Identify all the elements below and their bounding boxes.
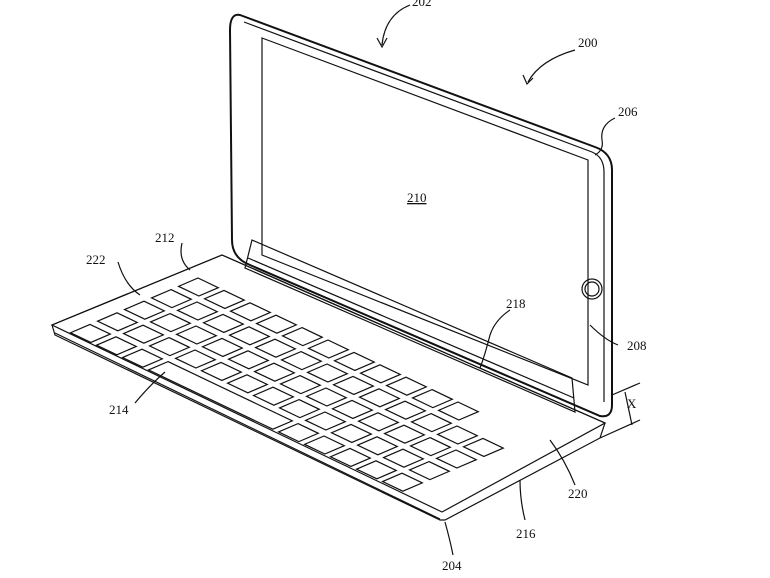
key — [435, 449, 478, 469]
label-x: X — [627, 396, 637, 411]
key — [200, 361, 243, 382]
key — [333, 351, 376, 372]
key — [96, 312, 139, 332]
key — [123, 300, 166, 320]
label-212: 212 — [155, 230, 175, 245]
reference-labels: 202 200 206 210 212 222 218 208 214 X 22… — [86, 0, 647, 573]
key — [95, 336, 138, 356]
key — [303, 435, 346, 455]
key — [356, 436, 399, 456]
key — [329, 447, 372, 468]
label-222: 222 — [86, 252, 106, 267]
annotation-leaders — [117, 4, 641, 556]
key — [359, 364, 402, 384]
label-204: 204 — [442, 558, 462, 573]
key — [383, 424, 426, 444]
home-button — [581, 278, 603, 300]
key — [331, 399, 374, 420]
key — [384, 400, 427, 420]
key — [149, 312, 192, 333]
key — [279, 374, 322, 395]
key — [228, 326, 271, 346]
key-grid — [69, 277, 505, 492]
label-202: 202 — [412, 0, 432, 9]
key — [410, 412, 453, 433]
key — [226, 374, 269, 394]
key — [332, 375, 375, 396]
cover-flap — [244, 239, 576, 413]
key — [355, 460, 398, 480]
key — [358, 388, 401, 408]
key — [305, 387, 348, 407]
key — [462, 437, 505, 458]
key — [307, 339, 350, 359]
key — [229, 302, 272, 322]
key — [121, 348, 164, 368]
spacebar-key — [147, 360, 294, 430]
key — [280, 350, 323, 371]
label-200: 200 — [578, 35, 598, 50]
key — [436, 425, 479, 445]
key — [277, 422, 320, 443]
key — [381, 472, 424, 492]
key — [175, 325, 218, 345]
key — [278, 398, 321, 419]
display-screen — [261, 37, 589, 386]
label-208: 208 — [627, 338, 647, 353]
key — [411, 388, 454, 409]
key — [252, 386, 295, 406]
key — [330, 423, 373, 444]
key — [253, 362, 296, 382]
key — [176, 301, 219, 321]
key — [202, 313, 245, 334]
key — [437, 401, 480, 421]
key — [227, 350, 270, 370]
label-210: 210 — [407, 190, 427, 205]
key — [174, 349, 217, 369]
key — [69, 323, 112, 344]
label-218: 218 — [506, 296, 526, 311]
key — [281, 326, 324, 347]
key — [177, 277, 220, 297]
label-214: 214 — [109, 402, 129, 417]
key — [255, 314, 298, 334]
key — [408, 460, 451, 481]
key — [148, 336, 191, 357]
key — [201, 337, 244, 358]
label-216: 216 — [516, 526, 536, 541]
key — [254, 338, 297, 358]
label-206: 206 — [618, 104, 638, 119]
key — [150, 288, 193, 309]
key — [304, 411, 347, 431]
tablet — [228, 13, 613, 418]
keyboard-base — [50, 254, 607, 521]
key — [203, 289, 246, 310]
key — [122, 324, 165, 344]
label-220: 220 — [568, 486, 588, 501]
key — [357, 412, 400, 432]
key — [385, 376, 428, 396]
key — [382, 448, 425, 468]
key — [306, 363, 349, 383]
key — [409, 436, 452, 457]
